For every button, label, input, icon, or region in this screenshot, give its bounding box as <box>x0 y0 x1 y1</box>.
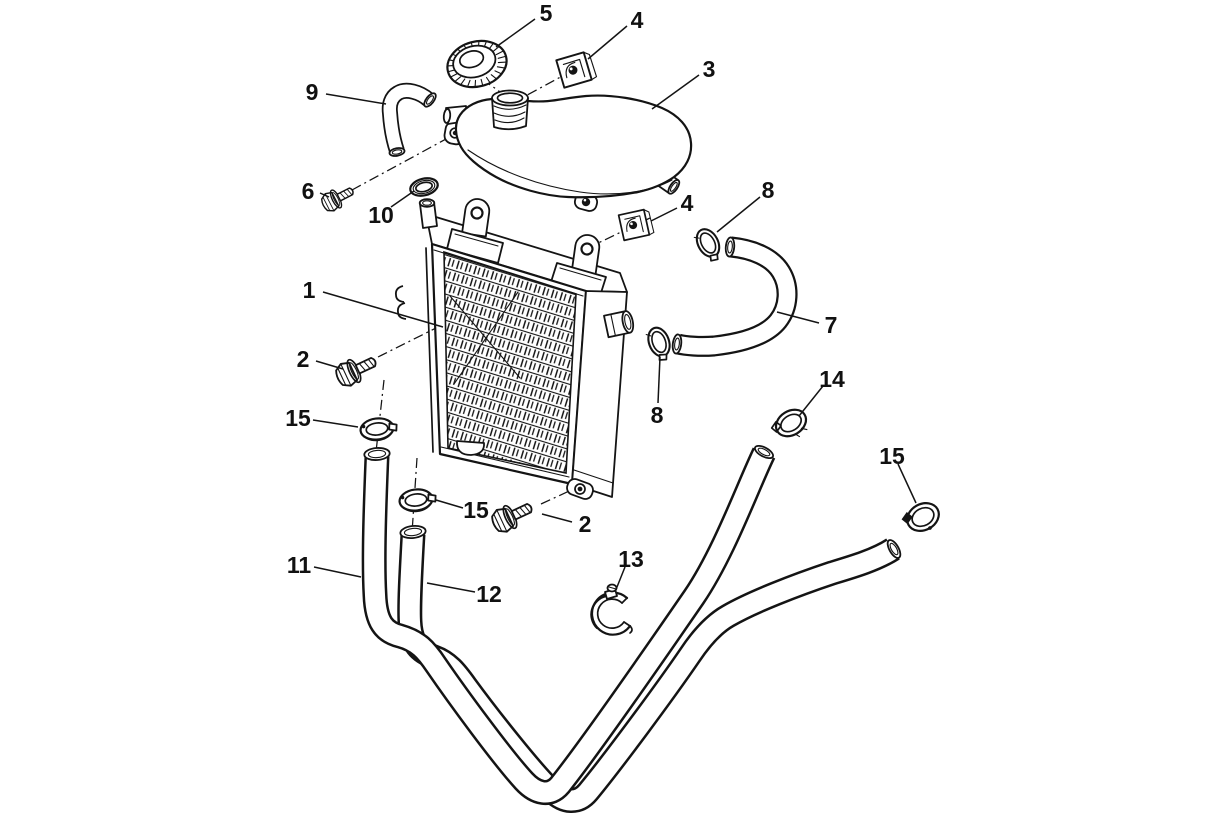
callout-label-9: 9 <box>306 79 319 105</box>
rail-hook-upper <box>394 285 405 303</box>
callout-leader-2 <box>541 513 573 523</box>
radiator-cap <box>446 39 508 89</box>
bolt-6 <box>318 181 358 215</box>
radiator-ear-right <box>570 234 601 276</box>
radiator-foot-left <box>456 440 485 456</box>
callout-leader-13 <box>614 566 626 593</box>
hose-clamp-15-right <box>901 502 940 532</box>
bolt-2-upper <box>331 349 382 391</box>
radiator-side-panel <box>571 290 628 498</box>
callout-leader-1 <box>322 291 444 328</box>
callout-label-4: 4 <box>681 190 694 216</box>
callout-label-7: 7 <box>825 312 838 338</box>
radiator-foot-right <box>566 478 594 500</box>
expansion-tank <box>442 89 693 212</box>
callout-leader-4 <box>650 207 678 222</box>
callout-label-15: 15 <box>285 405 311 431</box>
callout-label-8: 8 <box>762 177 775 203</box>
callout-label-14: 14 <box>819 366 845 392</box>
callout-leader-3 <box>651 74 700 110</box>
callout-leader-12 <box>426 582 476 593</box>
callout-label-8: 8 <box>651 402 664 428</box>
axis-bolt2-upper <box>377 317 457 358</box>
radiator-core <box>443 250 577 474</box>
axis-clamp15-hose12 <box>411 457 418 534</box>
tank-filler-neck <box>491 89 529 131</box>
callout-leader-5 <box>495 18 536 48</box>
callout-label-2: 2 <box>579 511 592 537</box>
core-brace-line <box>449 295 521 379</box>
hose-clamp-15-middle <box>397 486 439 515</box>
callout-leader-8 <box>657 356 661 404</box>
callout-leader-10 <box>390 190 415 208</box>
callout-leader-15 <box>312 419 359 428</box>
square-nut-lower <box>617 207 656 242</box>
hose-retainer-clip-13 <box>590 583 633 636</box>
axis-clamp15-hose11 <box>375 379 385 453</box>
callout-label-4: 4 <box>631 7 644 33</box>
callout-leader-8 <box>716 196 761 233</box>
callout-label-1: 1 <box>303 277 316 303</box>
long-hose-11 <box>361 444 776 805</box>
hose-clamp-15-left <box>358 415 400 444</box>
tank-body <box>454 94 693 199</box>
callout-leader-15 <box>897 463 917 504</box>
radiator-left-rail <box>425 247 434 453</box>
bolt-2-lower <box>487 495 538 537</box>
callout-label-5: 5 <box>540 0 553 26</box>
callout-label-11: 11 <box>287 552 312 578</box>
callout-label-13: 13 <box>618 546 644 572</box>
axis-nut4-to-tab <box>589 217 651 248</box>
radiator-outlet <box>603 310 635 339</box>
breather-hose <box>381 82 437 157</box>
callout-label-15: 15 <box>463 497 489 523</box>
core-brace-line <box>453 291 519 385</box>
callout-label-15: 15 <box>879 443 905 469</box>
callout-label-6: 6 <box>302 178 315 204</box>
callout-leader-7 <box>776 311 820 324</box>
callout-leader-2 <box>315 360 344 370</box>
filler-gasket <box>409 177 439 197</box>
callout-leader-11 <box>313 566 362 578</box>
callout-leader-9 <box>325 93 387 105</box>
tank-seam-line <box>467 149 673 195</box>
callout-label-2: 2 <box>297 346 310 372</box>
callout-leader-4 <box>587 25 628 60</box>
callout-leader-6 <box>319 192 330 198</box>
callout-leader-14 <box>798 385 824 417</box>
callout-label-10: 10 <box>368 202 394 228</box>
axis-bolt2-lower <box>540 486 579 505</box>
callout-labels: 5 4 3 9 6 10 8 4 1 7 2 8 14 15 15 15 2 13 11 12 <box>285 0 917 607</box>
hose-clamp-14 <box>767 403 815 448</box>
radiator <box>394 177 635 500</box>
callout-label-12: 12 <box>476 581 502 607</box>
radiator-ear-left <box>461 198 491 238</box>
radiator-to-tank-hose <box>671 236 798 357</box>
callout-label-3: 3 <box>703 56 716 82</box>
hose-clamp-8-upper <box>693 228 721 262</box>
callout-leader-15 <box>435 499 464 509</box>
